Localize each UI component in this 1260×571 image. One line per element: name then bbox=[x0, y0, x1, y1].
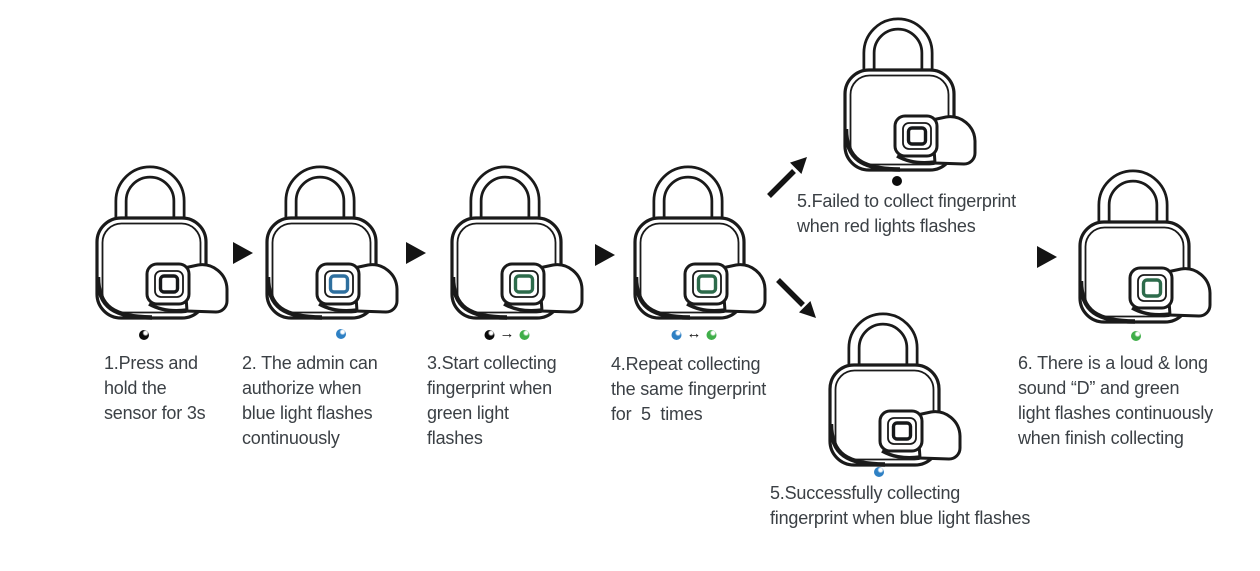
padlock-icon bbox=[632, 155, 772, 321]
led-dot-black bbox=[484, 330, 495, 340]
step-caption-5-success: 5.Successfully collecting fingerprint wh… bbox=[770, 483, 1031, 528]
led-indicator-step-3: → bbox=[484, 325, 530, 342]
led-indicator-step-6 bbox=[1131, 331, 1141, 341]
flow-arrow-icon bbox=[595, 244, 615, 266]
step-caption-2: 2. The admin can authorize when blue lig… bbox=[242, 353, 378, 448]
led-dot-blue bbox=[671, 330, 682, 340]
padlock-step-2 bbox=[264, 155, 404, 321]
led-dot-blue bbox=[336, 329, 346, 339]
led-dot-green bbox=[519, 330, 530, 340]
padlock-step-1 bbox=[94, 155, 234, 321]
step-caption-6: 6. There is a loud & long sound “D” and … bbox=[1018, 353, 1213, 448]
flow-arrow-icon bbox=[406, 242, 426, 264]
branch-arrow-down-icon bbox=[776, 278, 816, 318]
flow-arrow-icon bbox=[1037, 246, 1057, 268]
padlock-step-6 bbox=[1077, 159, 1217, 325]
led-dot-blue bbox=[874, 467, 884, 477]
padlock-step-4 bbox=[632, 155, 772, 321]
step-caption-3: 3.Start collecting fingerprint when gree… bbox=[427, 353, 557, 448]
padlock-icon bbox=[264, 155, 404, 321]
led-dot-black bbox=[892, 176, 902, 186]
led-dot-green bbox=[706, 330, 717, 340]
padlock-step-5-failed bbox=[842, 7, 982, 173]
step-caption-5-failed: 5.Failed to collect fingerprint when red… bbox=[797, 191, 1016, 236]
led-indicator-step-4: ↔ bbox=[671, 325, 717, 342]
led-indicator-step-5-success bbox=[874, 467, 884, 477]
padlock-step-5-success bbox=[827, 302, 967, 468]
flow-arrow-icon bbox=[233, 242, 253, 264]
led-dot-green bbox=[1131, 331, 1141, 341]
led-indicator-step-2 bbox=[336, 329, 346, 339]
padlock-step-3 bbox=[449, 155, 589, 321]
step-caption-1: 1.Press and hold the sensor for 3s bbox=[104, 353, 206, 423]
padlock-icon bbox=[1077, 159, 1217, 325]
padlock-icon bbox=[94, 155, 234, 321]
led-transition-arrow: → bbox=[499, 325, 515, 342]
led-transition-arrow: ↔ bbox=[686, 325, 702, 342]
step-caption-4: 4.Repeat collecting the same fingerprint… bbox=[611, 354, 767, 424]
padlock-icon bbox=[827, 302, 967, 468]
padlock-icon bbox=[449, 155, 589, 321]
branch-arrow-up-icon bbox=[767, 157, 807, 198]
led-dot-black bbox=[139, 330, 149, 340]
padlock-icon bbox=[842, 7, 982, 173]
led-indicator-step-5-failed bbox=[892, 176, 902, 186]
led-indicator-step-1 bbox=[139, 330, 149, 340]
